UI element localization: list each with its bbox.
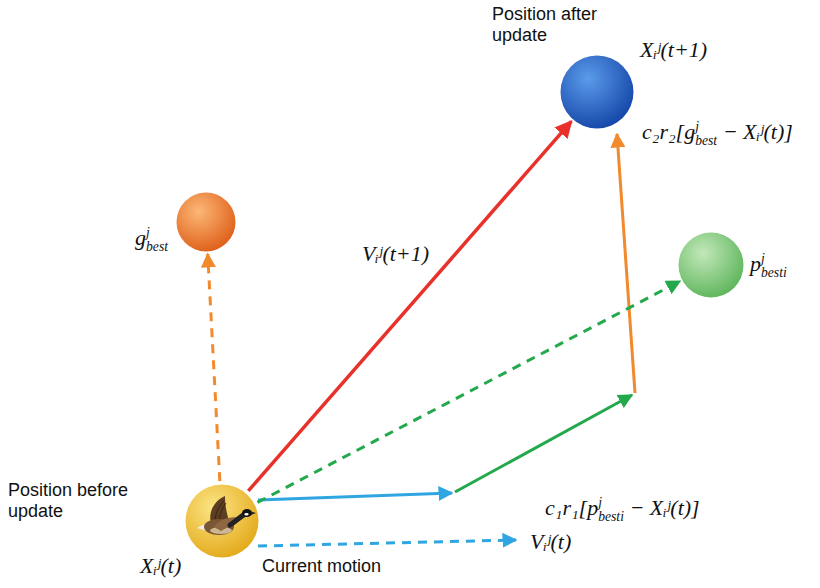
connectors [208, 121, 680, 502]
formula-label: c₁r₁[pbestij − Xᵢʲ(t)] [545, 494, 700, 525]
vector-connector [257, 281, 680, 502]
formula-label: pbestij [750, 250, 787, 281]
goose-beak [251, 512, 256, 516]
circle-node: gbestj [176, 192, 236, 252]
text-label: Position before update [8, 480, 168, 521]
superscript: j [598, 495, 602, 510]
formula-label: Xᵢʲ(t) [140, 552, 181, 581]
label-text: − Xᵢʲ(t)] [629, 495, 699, 520]
circle-fill [561, 56, 634, 129]
cognitive-vector [455, 395, 632, 492]
formula-label: Vᵢʲ(t) [530, 528, 571, 557]
label-text: p [750, 251, 761, 276]
circle-shape [176, 192, 236, 252]
label-text: Vᵢʲ(t) [530, 529, 571, 554]
social-vector [617, 134, 635, 393]
subscript: besti [598, 509, 624, 524]
circle-shape [560, 55, 634, 129]
label-text: Position before update [8, 480, 128, 521]
subscript: besti [761, 265, 787, 280]
label-text: c₁r₁[p [545, 495, 598, 520]
current-velocity [258, 540, 516, 546]
vector-connector [208, 254, 220, 481]
inertia-vector [258, 493, 452, 500]
circle-node: Position after updateXᵢʲ(t+1) [560, 55, 634, 129]
circle-shape [185, 484, 259, 558]
formula-label: gbestj [135, 224, 168, 255]
goose-illustration [197, 496, 256, 535]
circle-shape [678, 232, 744, 298]
goose-head [242, 509, 252, 517]
superscript: j [146, 225, 150, 240]
superscript: j [761, 251, 765, 266]
label-text: Position after update [492, 4, 597, 45]
label-text: Xᵢʲ(t+1) [640, 37, 707, 62]
goose-cheek [244, 513, 248, 516]
label-text: − Xᵢʲ(t)] [723, 119, 793, 144]
superscript: j [695, 119, 699, 134]
label-text: Xᵢʲ(t) [140, 553, 181, 578]
text-label: Position after update [492, 4, 617, 45]
goose-feathers [215, 501, 226, 522]
edge-label: Vᵢʲ(t+1) [360, 240, 431, 269]
circle-fill [177, 193, 236, 252]
formula-label: Xᵢʲ(t+1) [640, 36, 707, 65]
circle-fill [679, 233, 744, 298]
goose-neck [230, 514, 245, 525]
vector-connector [248, 121, 571, 491]
label-text: Current motion [262, 556, 381, 576]
label-text: c₂r₂[g [642, 119, 695, 144]
subscript: best [695, 133, 717, 148]
subscript: best [146, 239, 168, 254]
circle-node: pbestij [678, 232, 744, 298]
text-label: Current motion [262, 556, 381, 577]
circle-fill [186, 485, 259, 558]
circle-node: Position before updateXᵢʲ(t) [185, 484, 259, 558]
formula-label: c₂r₂[gbestj − Xᵢʲ(t)] [642, 118, 793, 149]
label-text: g [135, 225, 146, 250]
